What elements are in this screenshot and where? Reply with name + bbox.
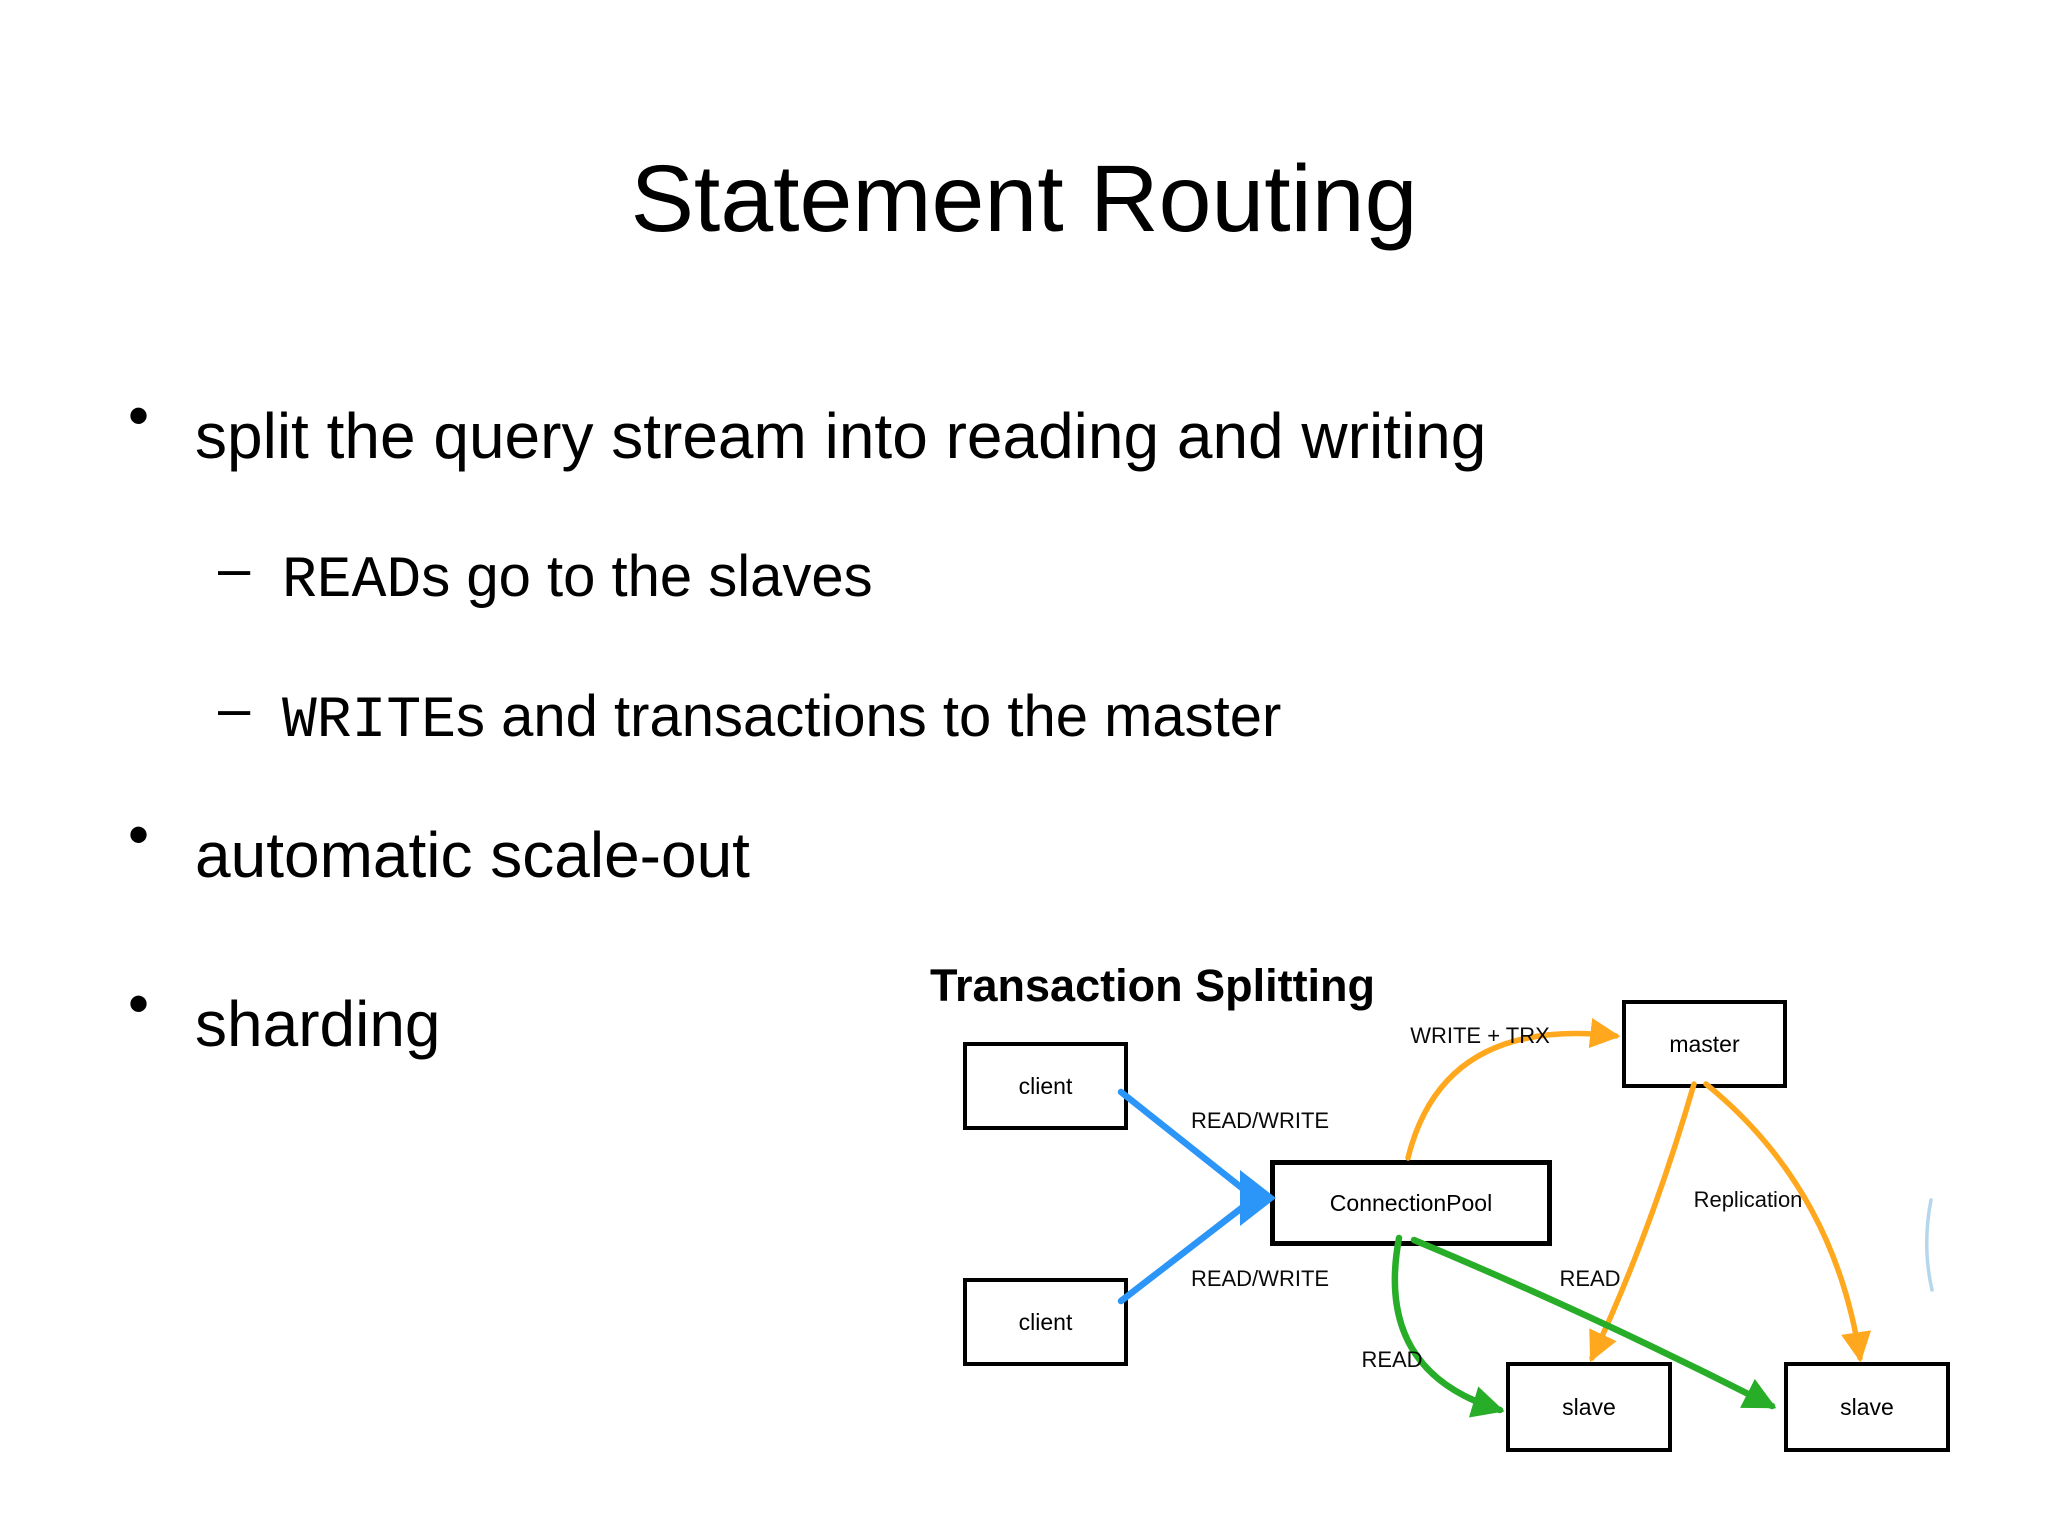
code-word: READ bbox=[282, 549, 422, 614]
arrow-master-to-slave2 bbox=[1703, 1081, 1872, 1363]
node-slave-2: slave bbox=[1784, 1362, 1950, 1452]
node-client-2-label: client bbox=[1018, 1308, 1073, 1335]
bullet-text: sharding bbox=[195, 988, 441, 1060]
sub-bullet-item-2: – WRITEs and transactions to the master bbox=[218, 680, 1281, 751]
sub-bullet-text: WRITEs and transactions to the master bbox=[282, 688, 1281, 751]
dash-icon: – bbox=[218, 536, 251, 601]
client-arrows-arrowhead-icon bbox=[1240, 1170, 1276, 1226]
node-client-1-label: client bbox=[1018, 1072, 1073, 1099]
node-client-2: client bbox=[963, 1278, 1128, 1366]
arrow-client2-to-pool bbox=[1117, 1196, 1256, 1305]
bullet-item-2: • automatic scale-out bbox=[128, 805, 750, 891]
node-connection-pool-label: ConnectionPool bbox=[1329, 1189, 1493, 1216]
sub-bullet-text: READs go to the slaves bbox=[282, 548, 873, 611]
sub-bullet-item-1: – READs go to the slaves bbox=[218, 540, 873, 611]
bullet-dot-icon: • bbox=[128, 801, 150, 868]
bullet-dot-icon: • bbox=[128, 970, 150, 1037]
sub-bullet-rest: s and transactions to the master bbox=[456, 684, 1282, 749]
arrow-pool-to-master bbox=[1405, 1018, 1621, 1161]
label-read-write-top: READ/WRITE bbox=[1190, 1108, 1330, 1133]
bullet-item-1: • split the query stream into reading an… bbox=[128, 386, 1487, 472]
sub-bullet-rest: s go to the slaves bbox=[421, 544, 873, 609]
arrow-pool-to-slave1 bbox=[1391, 1234, 1505, 1418]
arrow-pool-to-slave2 bbox=[1410, 1236, 1777, 1410]
label-read-left: READ bbox=[1361, 1347, 1423, 1372]
slide-title: Statement Routing bbox=[630, 146, 1418, 252]
dash-icon: – bbox=[218, 676, 251, 741]
arrow-client1-to-pool bbox=[1117, 1088, 1256, 1200]
label-read-right: READ bbox=[1559, 1266, 1621, 1291]
edge-artifact-line bbox=[1925, 1198, 1934, 1292]
node-client-1: client bbox=[963, 1042, 1128, 1130]
bullet-text: split the query stream into reading and … bbox=[195, 400, 1487, 472]
code-word: WRITE bbox=[282, 689, 457, 754]
label-replication: Replication bbox=[1693, 1187, 1803, 1212]
node-slave-1: slave bbox=[1506, 1362, 1672, 1452]
bullet-item-3: • sharding bbox=[128, 974, 441, 1060]
label-write-trx: WRITE + TRX bbox=[1410, 1023, 1550, 1048]
node-master-label: master bbox=[1669, 1030, 1740, 1057]
bullet-text: automatic scale-out bbox=[195, 819, 750, 891]
node-slave-1-label: slave bbox=[1562, 1393, 1616, 1420]
node-connection-pool: ConnectionPool bbox=[1270, 1160, 1552, 1246]
label-read-write-bottom: READ/WRITE bbox=[1190, 1266, 1330, 1291]
diagram-title: Transaction Splitting bbox=[930, 960, 1376, 1011]
bullet-dot-icon: • bbox=[128, 382, 150, 449]
node-slave-2-label: slave bbox=[1840, 1393, 1894, 1420]
arrow-master-to-slave1 bbox=[1589, 1081, 1697, 1363]
